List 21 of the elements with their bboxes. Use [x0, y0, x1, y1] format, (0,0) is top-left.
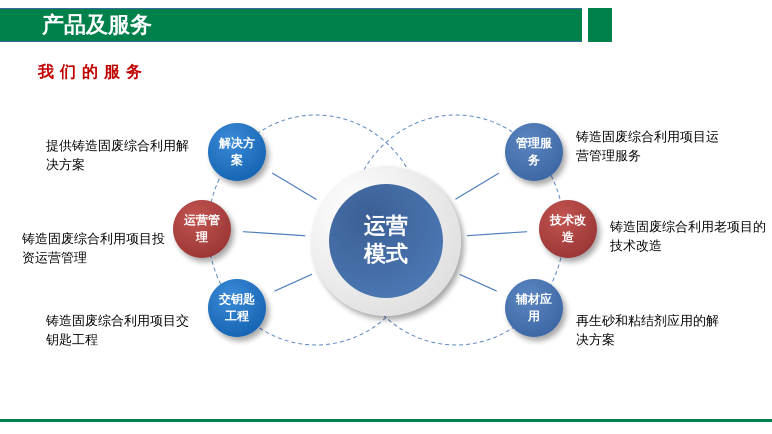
- service-label: 解决方案: [218, 135, 256, 169]
- service-label: 管理服务: [515, 135, 553, 169]
- service-label: 辅材应用: [515, 291, 553, 325]
- connector-line: [455, 172, 500, 200]
- description-text: 铸造固废综合利用项目运营管理服务: [576, 129, 720, 166]
- service-label: 交钥匙工程: [218, 291, 256, 325]
- connector-line: [272, 172, 317, 200]
- center-label: 运营模式: [362, 213, 409, 269]
- description-text: 提供铸造固废综合利用解决方案: [46, 138, 190, 175]
- description-text: 再生砂和粘结剂应用的解决方案: [576, 313, 720, 350]
- service-label: 运营管理: [183, 212, 221, 246]
- service-label: 技术改造: [549, 212, 587, 246]
- description-text: 铸造固废综合利用项目投资运营管理: [22, 231, 166, 268]
- connector-line: [466, 231, 528, 236]
- subtitle: 我们的服务: [38, 61, 148, 83]
- title: 产品及服务: [42, 12, 152, 40]
- connector-line: [460, 274, 497, 292]
- connector-line: [274, 274, 312, 292]
- connector-line: [242, 231, 306, 236]
- description-text: 铸造固废综合利用项目交钥匙工程: [46, 313, 190, 350]
- description-text: 铸造固废综合利用老项目的技术改造: [610, 219, 767, 256]
